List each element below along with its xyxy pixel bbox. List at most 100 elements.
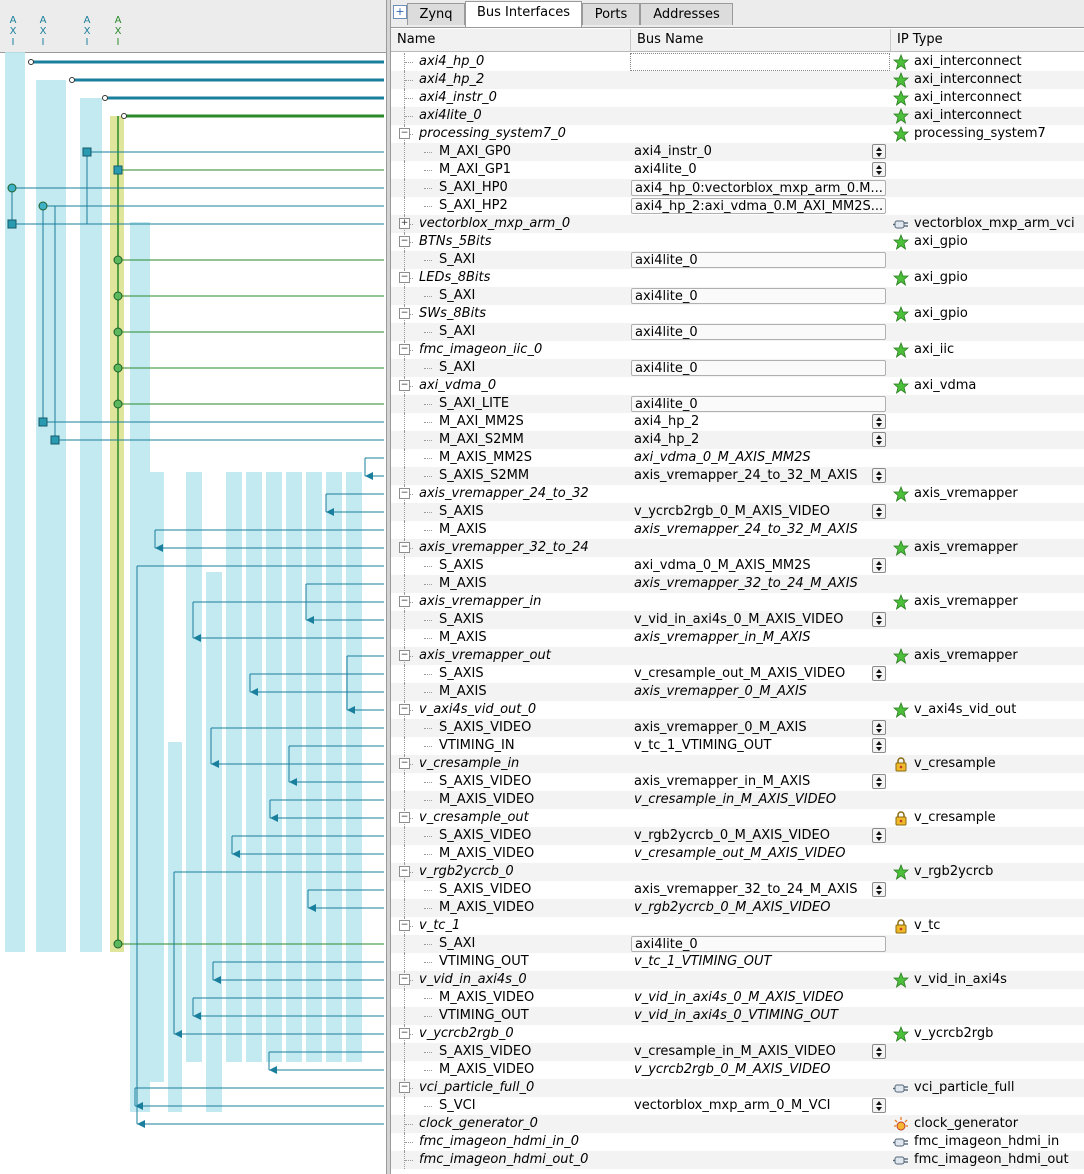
bus-name-value[interactable]: v_ycrcb2rgb_0_M_AXIS_VIDEO <box>634 1062 831 1077</box>
bus-name-value[interactable]: axis_vremapper_24_to_32_M_AXIS <box>634 468 858 483</box>
bus-select-spinner[interactable] <box>872 468 886 483</box>
tab-addresses[interactable]: Addresses <box>640 3 733 25</box>
bus-name-value[interactable]: v_rgb2ycrcb_0_M_AXIS_VIDEO <box>634 900 831 915</box>
bus-name-value[interactable]: axis_vremapper_0_M_AXIS <box>634 684 807 699</box>
bus-name-value[interactable]: v_cresample_in_M_AXIS_VIDEO <box>634 1044 836 1059</box>
collapse-icon[interactable]: − <box>399 128 410 139</box>
bus-select-spinner[interactable] <box>872 504 886 519</box>
bus-select-spinner[interactable] <box>872 432 886 447</box>
collapse-icon[interactable]: − <box>399 596 410 607</box>
collapse-icon[interactable]: − <box>399 344 410 355</box>
bus-name-field[interactable]: axi4lite_0 <box>631 288 886 304</box>
bus-select-spinner[interactable] <box>872 666 886 681</box>
bus-name-value[interactable]: v_cresample_in_M_AXIS_VIDEO <box>634 792 837 807</box>
collapse-icon[interactable]: − <box>399 866 410 877</box>
collapse-icon[interactable]: − <box>399 812 410 823</box>
bus-name-value[interactable]: axi4lite_0 <box>634 162 697 177</box>
bus-name-field[interactable]: axi4lite_0 <box>631 360 886 376</box>
bus-name-value[interactable]: axis_vremapper_in_M_AXIS <box>634 774 811 789</box>
collapse-icon[interactable]: − <box>399 380 410 391</box>
collapse-icon[interactable]: − <box>399 272 410 283</box>
bus-name-value[interactable]: v_tc_1_VTIMING_OUT <box>634 738 772 753</box>
bus-name-field[interactable]: axi4_hp_0:vectorblox_mxp_arm_0.M... <box>631 180 886 196</box>
bus-select-spinner[interactable] <box>872 612 886 627</box>
collapse-icon[interactable]: − <box>399 704 410 715</box>
bus-name-field[interactable]: axi4lite_0 <box>631 396 886 412</box>
bus-name-value[interactable]: axi_vdma_0_M_AXIS_MM2S <box>634 450 811 465</box>
bus-name-value[interactable]: v_vid_in_axi4s_0_M_AXIS_VIDEO <box>634 990 844 1005</box>
tab-bus-interfaces[interactable]: Bus Interfaces <box>465 1 582 27</box>
bus-select-spinner[interactable] <box>872 774 886 789</box>
add-icon[interactable]: + <box>393 5 407 19</box>
bus-name-field[interactable]: axi4lite_0 <box>631 252 886 268</box>
bus-name-field[interactable]: axi4_hp_2:axi_vdma_0.M_AXI_MM2S... <box>631 198 886 214</box>
bus-name-value[interactable]: vectorblox_mxp_arm_0_M_VCI <box>634 1098 831 1113</box>
bus-name-value[interactable]: axi4_hp_2 <box>634 432 700 447</box>
collapse-icon[interactable]: − <box>399 758 410 769</box>
bus-name-value[interactable]: v_cresample_out_M_AXIS_VIDEO <box>634 846 846 861</box>
collapse-icon[interactable]: − <box>399 974 410 985</box>
bus-select-spinner[interactable] <box>872 1044 886 1059</box>
collapse-icon[interactable]: − <box>399 1028 410 1039</box>
bus-select-spinner[interactable] <box>872 738 886 753</box>
bus-name-value[interactable]: axis_vremapper_32_to_24_M_AXIS <box>634 882 858 897</box>
collapse-icon[interactable]: − <box>399 236 410 247</box>
collapse-icon[interactable]: − <box>399 1082 410 1093</box>
bus-name-value[interactable]: axis_vremapper_32_to_24_M_AXIS <box>634 576 858 591</box>
bus-name-value[interactable]: v_tc_1_VTIMING_OUT <box>634 954 772 969</box>
splitter[interactable] <box>386 0 391 1174</box>
bus-name-value[interactable]: v_cresample_out_M_AXIS_VIDEO <box>634 666 846 681</box>
column-bus-name[interactable]: Bus Name <box>631 29 891 51</box>
bus-name-field[interactable]: axi4lite_0 <box>631 324 886 340</box>
column-name[interactable]: Name <box>391 29 631 51</box>
bus-name-value[interactable]: v_ycrcb2rgb_0_M_AXIS_VIDEO <box>634 504 830 519</box>
bus-select-spinner[interactable] <box>872 558 886 573</box>
connection-diagram[interactable] <box>0 52 386 1174</box>
bus-select-spinner[interactable] <box>872 144 886 159</box>
bus-name-value[interactable]: axi_vdma_0_M_AXIS_MM2S <box>634 558 811 573</box>
collapse-icon[interactable]: − <box>399 650 410 661</box>
bus-name-value[interactable]: axi4_instr_0 <box>634 144 712 159</box>
